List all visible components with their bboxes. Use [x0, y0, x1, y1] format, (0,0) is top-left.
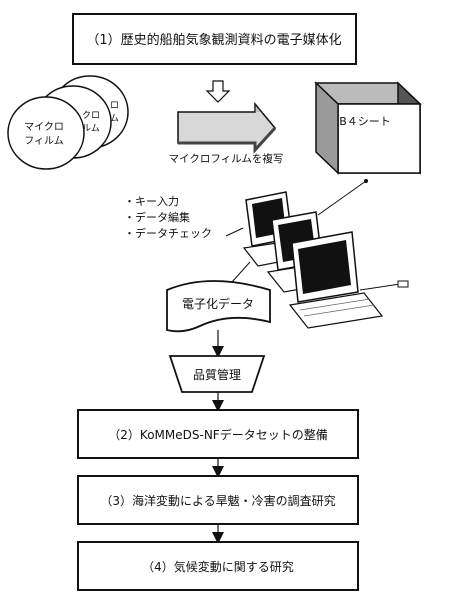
- step2-box: （2）KoMMeDS-NFデータセットの整備: [77, 409, 359, 459]
- step1-box: （1）歴史的船舶気象観測資料の電子媒体化: [72, 13, 357, 65]
- b4-connector-dot: [364, 179, 368, 183]
- task-item: ・データ編集: [124, 210, 190, 224]
- microfilm-back2-line1: ロ: [110, 101, 119, 111]
- microfilm-back2-line2: ム: [110, 113, 119, 124]
- b4-connector: [317, 180, 367, 216]
- task-item: ・キー入力: [124, 195, 179, 208]
- microfilm-reels: ロ ム クロ ルム マイクロ フィルム: [7, 75, 129, 170]
- copy-label: マイクロフィルムを複写: [169, 152, 284, 165]
- microfilm-reel-front: マイクロ フィルム: [7, 96, 85, 170]
- hollow-down-arrow: [205, 80, 231, 103]
- microfilm-back-line2: ルム: [82, 123, 100, 134]
- quality-control-shape: 品質管理: [168, 355, 266, 393]
- task-item: ・データチェック: [124, 226, 212, 240]
- computers: [242, 191, 409, 329]
- copy-arrow: [177, 101, 277, 154]
- microfilm-line1: マイクロ: [24, 121, 64, 133]
- step4-label: （4）気候変動に関する研究: [142, 559, 294, 574]
- qc-label: 品質管理: [193, 367, 241, 382]
- step3-label: （3）海洋変動による旱魃・冷害の調査研究: [100, 493, 335, 508]
- step2-label: （2）KoMMeDS-NFデータセットの整備: [108, 427, 327, 442]
- edata-label: 電子化データ: [182, 296, 254, 311]
- microfilm-back-line1: クロ: [82, 110, 100, 121]
- task-list: ・キー入力 ・データ編集 ・データチェック: [124, 195, 212, 240]
- electronic-data-shape: 電子化データ: [166, 280, 271, 333]
- step1-label: （1）歴史的船舶気象観測資料の電子媒体化: [86, 32, 341, 48]
- microfilm-line2: フィルム: [24, 135, 64, 147]
- tasks-connector: [225, 227, 244, 237]
- step3-box: （3）海洋変動による旱魃・冷害の調査研究: [77, 475, 359, 525]
- step4-box: （4）気候変動に関する研究: [77, 541, 359, 591]
- computer-front: [288, 231, 409, 329]
- b4-sheet-box: B４シート: [314, 81, 422, 175]
- computer-data-connector: [231, 261, 251, 283]
- b4-label: B４シート: [339, 115, 391, 128]
